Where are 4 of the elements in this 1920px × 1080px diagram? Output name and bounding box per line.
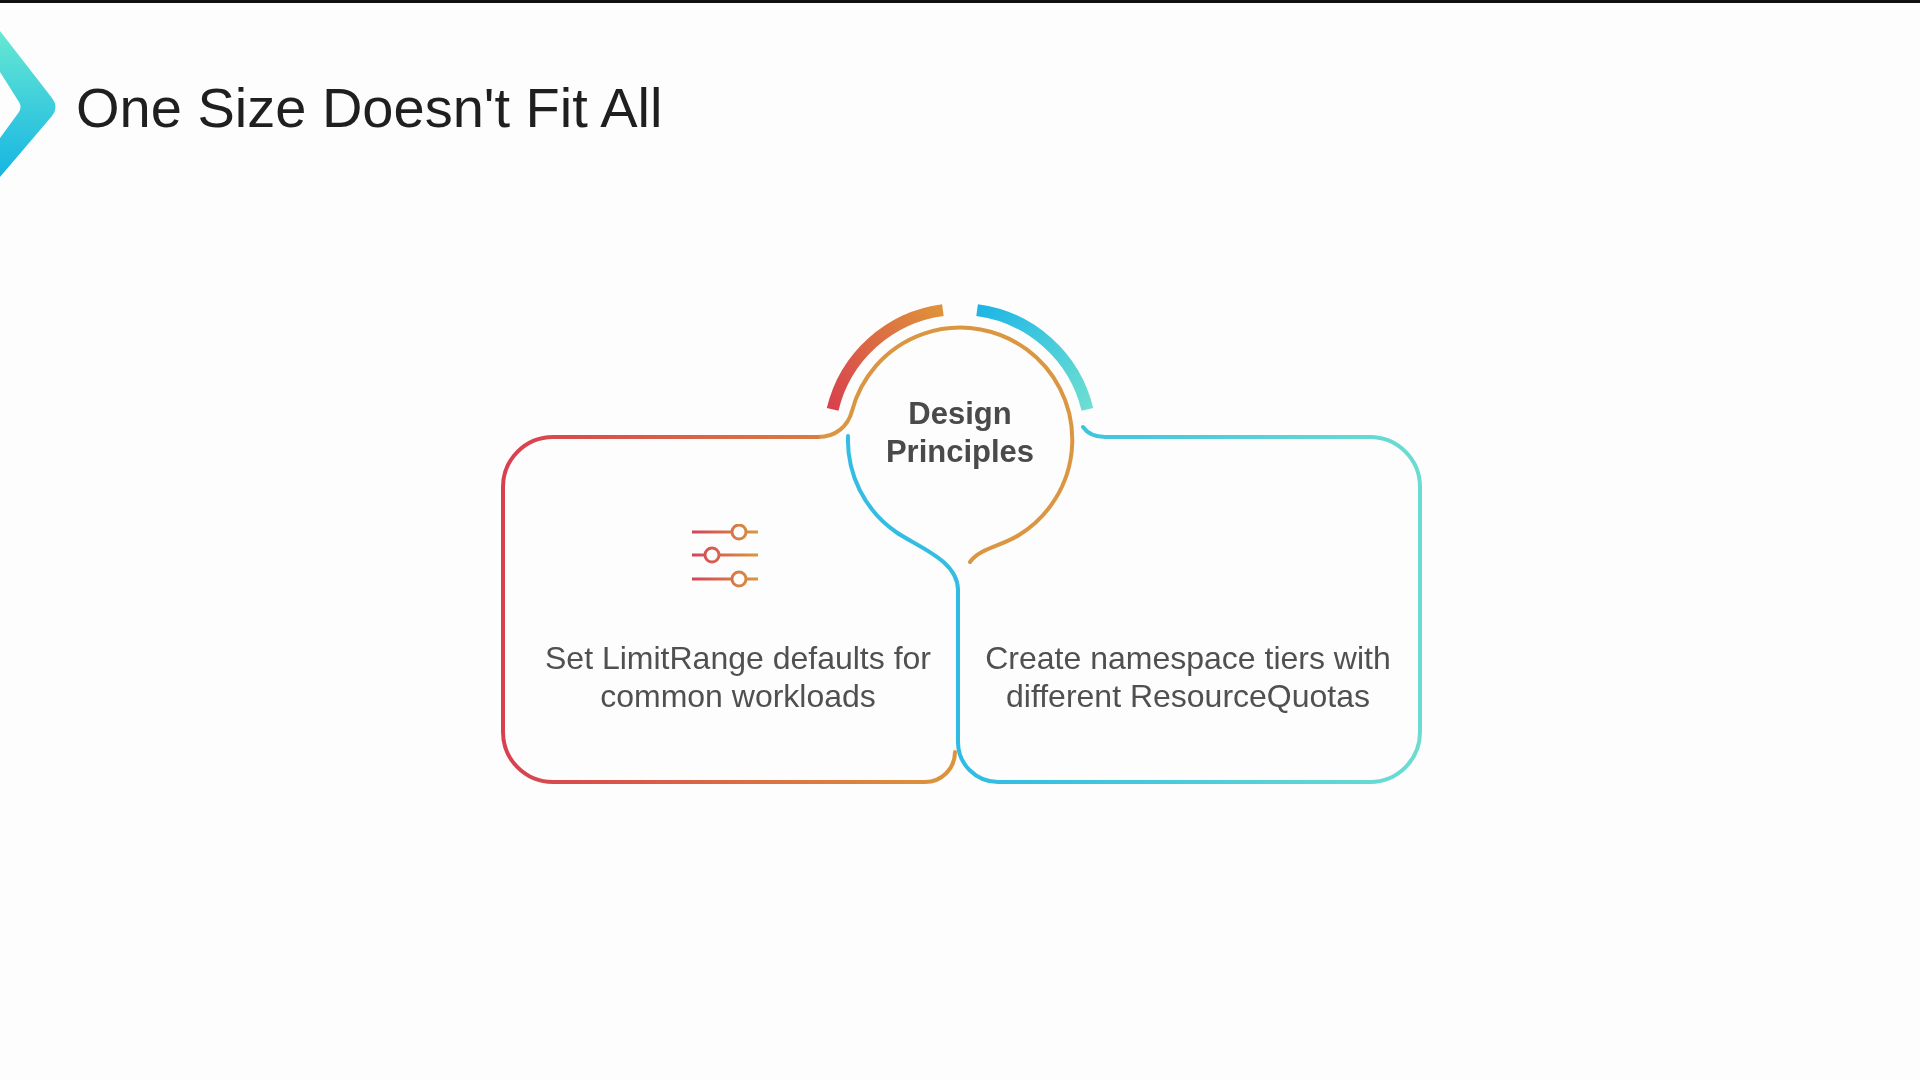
box-text: Set LimitRange defaults for common workloads [544, 639, 932, 715]
circle-label: Design Principles [884, 395, 1036, 471]
slide-title: One Size Doesn't Fit All [76, 75, 663, 141]
box-text: Create namespace tiers with different ResourceQuotas [984, 639, 1392, 715]
